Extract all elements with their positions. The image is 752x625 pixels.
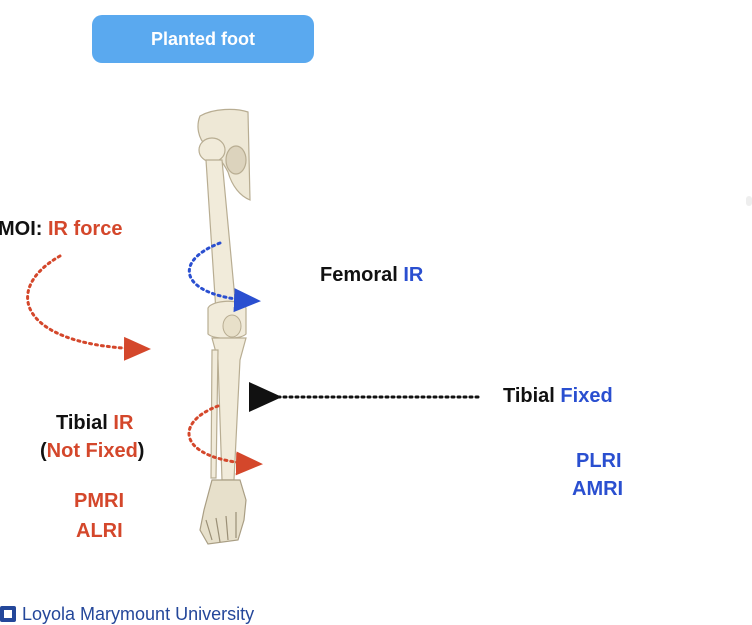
tibial-ir-label: Tibial IR: [56, 412, 133, 435]
pmri-label: PMRI: [74, 490, 124, 512]
moi-force-text: IR force: [48, 218, 123, 240]
tibial-fixed-text: Fixed: [560, 385, 613, 407]
footer-credit: Loyola Marymount University: [0, 604, 254, 624]
planted-foot-pill[interactable]: Planted foot: [92, 15, 314, 63]
not-fixed-text: Not Fixed: [46, 440, 138, 462]
femoral-word: Femoral: [320, 264, 404, 286]
moi-prefix: MOI:: [0, 218, 48, 240]
planted-foot-label: Planted foot: [151, 28, 255, 49]
moi-force-arrow: [26, 254, 151, 361]
paren-close: ): [137, 440, 145, 462]
not-fixed-label: (Not Fixed): [40, 440, 144, 463]
tibial-ir-arrow: [187, 404, 263, 476]
alri-label: ALRI: [76, 520, 123, 542]
plri-label: PLRI: [576, 450, 622, 472]
paren-open: (: [40, 440, 47, 462]
femoral-ir-arrow: [187, 241, 261, 313]
foot-bones: [199, 479, 247, 545]
femoral-ir-text: IR: [403, 264, 424, 286]
tibial-word-left: Tibial: [56, 412, 114, 434]
tibial-fixed-label: Tibial Fixed: [503, 385, 613, 408]
edge-fragment: [746, 196, 752, 206]
tibial-ir-text: IR: [113, 412, 134, 434]
university-logo-icon: [0, 606, 16, 622]
femoral-ir-label: Femoral IR: [320, 264, 423, 287]
institution-name: Loyola Marymount University: [22, 603, 255, 624]
tibial-word-right: Tibial: [503, 385, 561, 407]
moi-label: MOI: IR force: [0, 218, 122, 241]
tibia-fibula-bones: [210, 337, 247, 481]
amri-label: AMRI: [572, 478, 624, 500]
